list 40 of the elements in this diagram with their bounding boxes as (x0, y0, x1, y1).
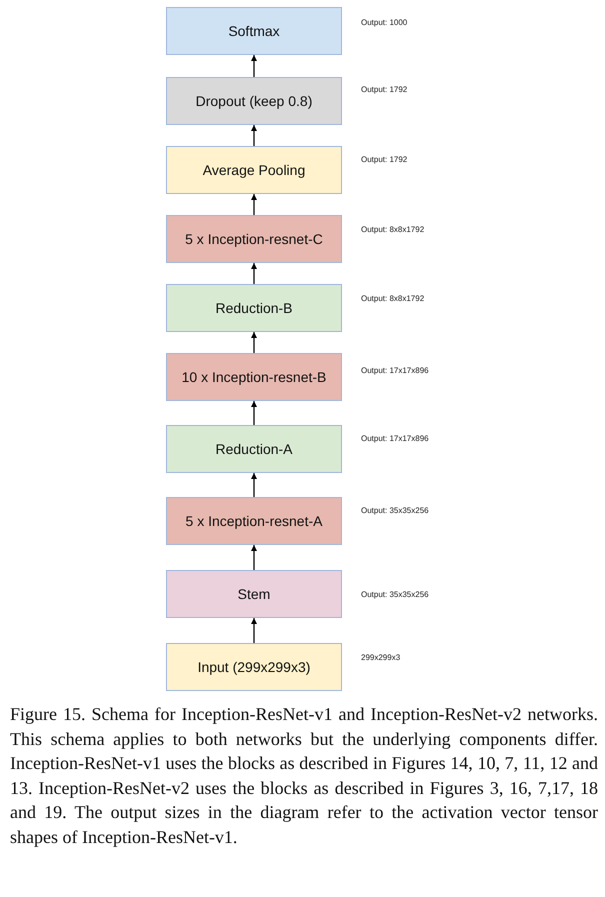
arrow (251, 194, 257, 215)
arrow (251, 618, 257, 643)
figure-caption: Figure 15. Schema for Inception-ResNet-v1 and Inception-ResNet-v2 networks. This schema applies to both networks but the underlying components differ. Inception-ResNet-v1 uses the blocks as described in Figures 14, 10, 7, 11, 12 and 13. Inception-ResNet-v2 uses the blocks as described in Figures 3, 16, 7,17, 18 and 19. The output sizes in the diagram refer to the activation vector tensor shapes of Inception-ResNet-v1. (10, 703, 598, 849)
layer-label: Average Pooling (202, 162, 306, 178)
arrow (251, 125, 257, 146)
arrow (251, 401, 257, 425)
layer-box (166, 284, 342, 332)
output-size-label: Output: 1792 (361, 155, 408, 165)
arrow (251, 263, 257, 284)
layer-box (166, 570, 342, 618)
output-size-label: Output: 1792 (361, 85, 408, 95)
layer-label: Reduction-A (215, 440, 293, 458)
layer-box (166, 497, 342, 545)
layer-box (166, 215, 342, 263)
layer-box (166, 425, 342, 473)
output-size-label: Output: 35x35x256 (361, 590, 429, 600)
layer-label: Stem (238, 586, 270, 602)
layer-box (166, 7, 342, 55)
output-size-label: Output: 1000 (361, 18, 408, 28)
arrow (251, 473, 257, 497)
layer-box (166, 643, 342, 691)
layer-label: Reduction-B (215, 300, 293, 316)
layer-label: Input (299x299x3) (198, 658, 310, 676)
output-size-label: Output: 8x8x1792 (361, 294, 424, 304)
layer-label: Dropout (keep 0.8) (196, 92, 312, 110)
arrow (251, 332, 257, 353)
layer-label: 10 x Inception-resnet-B (182, 368, 326, 386)
output-size-label: 299x299x3 (361, 653, 400, 663)
layer-box (166, 77, 342, 125)
layer-label: 5 x Inception-resnet-C (185, 230, 323, 248)
arrow (251, 55, 257, 77)
layer-label: 5 x Inception-resnet-A (186, 512, 322, 530)
output-size-label: Output: 17x17x896 (361, 434, 429, 444)
output-size-label: Output: 17x17x896 (361, 366, 429, 376)
output-size-label: Output: 8x8x1792 (361, 225, 424, 235)
layer-box (166, 353, 342, 401)
arrow (251, 545, 257, 570)
output-size-label: Output: 35x35x256 (361, 506, 429, 516)
layer-box (166, 146, 342, 194)
layer-label: Softmax (228, 22, 280, 40)
